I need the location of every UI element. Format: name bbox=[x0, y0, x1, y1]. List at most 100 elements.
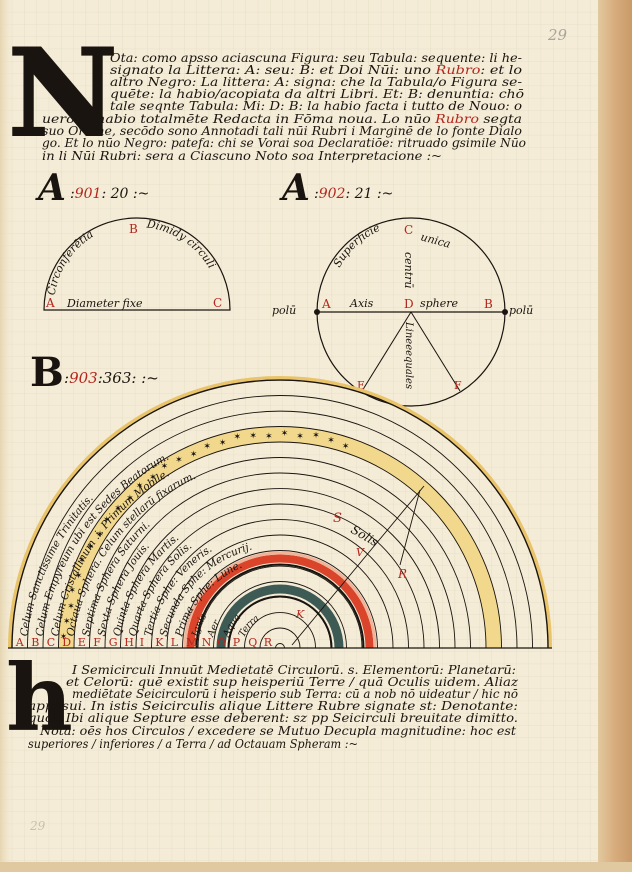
bottom-page-edge bbox=[0, 862, 632, 872]
polus-left-label: polū bbox=[272, 304, 296, 317]
svg-text::901: 20 :~: :901: 20 :~ bbox=[70, 186, 149, 202]
sphere-boundary-arc bbox=[244, 612, 316, 649]
sphere-letter: Q bbox=[248, 636, 257, 649]
star-icon: ✶ bbox=[75, 571, 83, 581]
text-line: quēte: la habio/acopiata da altri Libri.… bbox=[110, 87, 524, 101]
sphere-boundary-arc bbox=[166, 534, 394, 649]
star-icon: ✶ bbox=[203, 442, 211, 452]
point-b-label: B bbox=[484, 297, 493, 311]
star-icon: ✶ bbox=[234, 432, 242, 442]
sphere-boundary-arc bbox=[228, 596, 332, 649]
point-b-label: B bbox=[129, 222, 138, 236]
sphere-letter: D bbox=[62, 636, 71, 649]
sphere-boundary-arc bbox=[151, 519, 409, 649]
star-icon: ✶ bbox=[136, 481, 144, 491]
sphere-letter: K bbox=[155, 636, 164, 649]
text-segment: uero la habio totalmēte Redacta in Fōma … bbox=[42, 112, 435, 126]
text-segment: Nota: oēs hos Circulos / excedere se Mut… bbox=[39, 724, 516, 738]
axis-label: Axis bbox=[349, 297, 374, 310]
svg-text::902: 21 :~: :902: 21 :~ bbox=[314, 186, 393, 202]
sphere-boundary-arc bbox=[182, 550, 378, 649]
figure-number: 902 bbox=[319, 186, 346, 202]
star-icon: ✶ bbox=[149, 473, 157, 483]
text-segment: mediētate Seicirculorū i heisperio sub T… bbox=[72, 687, 518, 701]
text-segment: signato la Littera: A: seu: B: et Doi Nū… bbox=[110, 63, 436, 77]
text-line: et Celorū: quē existit sup heisperiū Ter… bbox=[66, 675, 519, 689]
sphere-label: sphere bbox=[420, 297, 459, 310]
figure-letter: B bbox=[30, 349, 64, 396]
text-segment: I Semicirculi Innuūt Medietatē Circulorū… bbox=[71, 663, 516, 677]
point-c-label: C bbox=[213, 296, 222, 310]
sphere-letter: C bbox=[47, 636, 55, 649]
text-segment: et Celorū: quē existit sup heisperiū Ter… bbox=[66, 675, 519, 689]
sphere-letter: E bbox=[78, 636, 86, 649]
sphere-boundary-arc bbox=[135, 503, 425, 649]
star-icon: ✶ bbox=[312, 431, 320, 441]
sphere-boundary-arc bbox=[27, 395, 533, 649]
text-segment: go. Et lo nūo Negro: patefa: chi se Vora… bbox=[42, 136, 526, 150]
mark-r: R bbox=[397, 567, 407, 581]
figure-number: 901 bbox=[75, 186, 102, 202]
text-line: tale seqnte Tabula: Mi: D: B: la habio f… bbox=[110, 99, 522, 113]
sphere-letter: M bbox=[186, 636, 197, 649]
star-icon: ✶ bbox=[114, 504, 122, 514]
sphere-boundary-arc bbox=[89, 457, 471, 649]
figure-count: 20 bbox=[110, 186, 129, 202]
text-segment: superiores / inferiores / a Terra / ad O… bbox=[28, 737, 358, 751]
text-line: in li Nūi Rubri: sera a Ciascuno Noto so… bbox=[42, 149, 442, 163]
top-note-text: Ota: como apsso aciascuna Figura: seu Ta… bbox=[42, 51, 526, 163]
diameter-label: Diameter fixe bbox=[66, 297, 143, 310]
mark-s: S bbox=[333, 511, 342, 526]
mark-k: K bbox=[295, 608, 305, 621]
star-icon: ✶ bbox=[249, 432, 257, 442]
star-icon: ✶ bbox=[68, 586, 76, 596]
drop-cap-initial-n: N bbox=[8, 23, 118, 164]
pole-dot-left bbox=[314, 309, 320, 315]
text-segment: apposui. In istis Seicirculis alique Lit… bbox=[28, 699, 518, 713]
text-line: mediētate Seicirculorū i heisperio sub T… bbox=[72, 687, 518, 701]
star-icon: ✶ bbox=[175, 455, 183, 465]
text-line: altro Negro: La littera: A: signa: che l… bbox=[110, 75, 522, 89]
sphere-letter: P bbox=[233, 636, 241, 649]
bottom-note-text: I Semicirculi Innuūt Medietatē Circulorū… bbox=[28, 663, 519, 751]
point-d-label: D bbox=[404, 297, 414, 311]
figure-number: 903 bbox=[69, 369, 98, 387]
star-icon: ✶ bbox=[219, 439, 227, 449]
sphere-letter: L bbox=[171, 636, 179, 649]
text-line: suo Ordine, secōdo sono Annotadi tali nū… bbox=[42, 124, 522, 138]
figure-count: 21 bbox=[354, 186, 373, 202]
centrum-label: centrū bbox=[402, 252, 415, 289]
figure-letter: A bbox=[279, 167, 310, 209]
sphere-letter: B bbox=[31, 636, 39, 649]
point-e-label: E bbox=[357, 379, 365, 392]
text-segment: suo Ordine, secōdo sono Annotadi tali nū… bbox=[42, 124, 522, 138]
sphere-boundary-arc bbox=[58, 426, 502, 649]
star-icon: ✶ bbox=[78, 556, 86, 566]
figure-2-heading: A :902: 21 :~ bbox=[279, 167, 393, 209]
text-segment: in li Nūi Rubri: sera a Ciascuno Noto so… bbox=[42, 149, 442, 163]
polus-right-label: polū bbox=[509, 304, 533, 317]
text-line: go. Et lo nūo Negro: patefa: chi se Vora… bbox=[42, 136, 526, 150]
point-a-label: A bbox=[45, 296, 55, 310]
figure-suffix: :~ bbox=[133, 186, 149, 202]
text-line: apposui. In istis Seicirculis alique Lit… bbox=[28, 699, 518, 713]
point-c-label: C bbox=[404, 223, 413, 237]
water-ring-fill bbox=[216, 584, 344, 648]
sphere-boundary-arc bbox=[197, 565, 363, 649]
text-line: uero la habio totalmēte Redacta in Fōma … bbox=[42, 112, 522, 126]
star-icon: ✶ bbox=[60, 633, 68, 643]
star-icon: ✶ bbox=[265, 432, 273, 442]
text-segment: tale seqnte Tabula: Mi: D: B: la habio f… bbox=[110, 99, 522, 113]
rubric-word: Rubro bbox=[434, 63, 480, 77]
sphere-letter: N bbox=[202, 636, 212, 649]
text-segment: altro Negro: La littera: A: signa: che l… bbox=[110, 75, 522, 89]
sphere-boundary-arc bbox=[275, 643, 285, 649]
text-line: quod Ibi alique Septure esse deberent: s… bbox=[28, 711, 518, 725]
text-segment: Ota: como apsso aciascuna Figura: seu Ta… bbox=[110, 51, 522, 65]
text-line: signato la Littera: A: seu: B: et Doi Nū… bbox=[110, 63, 522, 77]
sphere-boundary-arc bbox=[11, 379, 549, 649]
equal-lines-label: Lineeequales bbox=[403, 321, 414, 389]
star-icon: ✶ bbox=[342, 442, 350, 452]
star-icon: ✶ bbox=[63, 617, 71, 627]
